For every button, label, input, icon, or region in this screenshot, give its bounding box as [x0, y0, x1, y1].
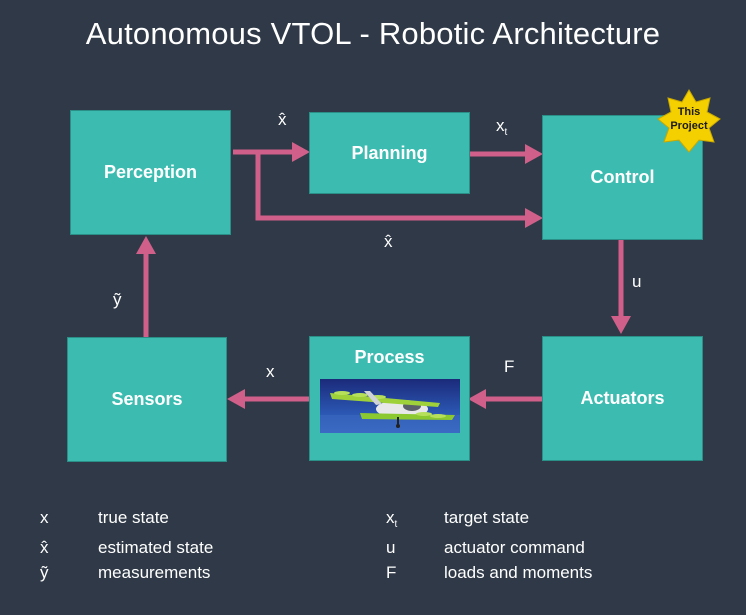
legend-description: actuator command — [444, 538, 585, 557]
sensors-label: Sensors — [111, 389, 183, 409]
star-badge-icon — [657, 89, 721, 153]
aircraft-icon — [320, 391, 460, 433]
label-perception-to-planning: x̂ — [278, 110, 287, 129]
process-label: Process — [354, 347, 425, 367]
process-block: Process — [309, 336, 470, 461]
label-actuators-to-process: F — [504, 357, 515, 376]
label-planning-to-control-sub: t — [504, 127, 508, 138]
legend-description: target state — [444, 508, 530, 527]
arrow-perception-to-control — [255, 152, 525, 221]
control-label: Control — [590, 167, 655, 187]
legend-symbol: ỹ — [40, 563, 49, 582]
label-perception-to-control: x̂ — [384, 232, 393, 251]
label-sensors-to-perception: ỹ — [113, 290, 122, 309]
legend-symbol: xt — [386, 508, 398, 530]
label-process-to-sensors: x — [266, 362, 275, 381]
actuators-block: Actuators — [542, 336, 703, 461]
planning-block: Planning — [309, 112, 470, 194]
sensors-block: Sensors — [67, 337, 227, 462]
legend-symbol: u — [386, 538, 396, 557]
label-planning-to-control: xt — [496, 116, 508, 138]
legend-description: true state — [98, 508, 169, 527]
badge-line-2: Project — [670, 120, 708, 132]
legend-description: estimated state — [98, 538, 214, 557]
actuators-label: Actuators — [580, 388, 665, 408]
legend-symbol: x — [40, 508, 49, 527]
this-project-badge: This Project — [656, 88, 722, 154]
label-control-to-actuators: u — [632, 272, 642, 291]
control-block: Control — [542, 115, 703, 240]
perception-label: Perception — [103, 162, 198, 182]
legend-symbol: F — [386, 563, 397, 582]
badge-line-1: This — [677, 106, 701, 118]
planning-label: Planning — [351, 142, 428, 163]
vtol-aircraft-image — [320, 379, 460, 433]
perception-block: Perception — [70, 110, 231, 235]
diagram-title: Autonomous VTOL - Robotic Architecture — [85, 16, 661, 51]
legend-description: measurements — [98, 563, 211, 582]
legend-description: loads and moments — [444, 563, 593, 582]
legend-symbol: x̂ — [40, 538, 49, 557]
